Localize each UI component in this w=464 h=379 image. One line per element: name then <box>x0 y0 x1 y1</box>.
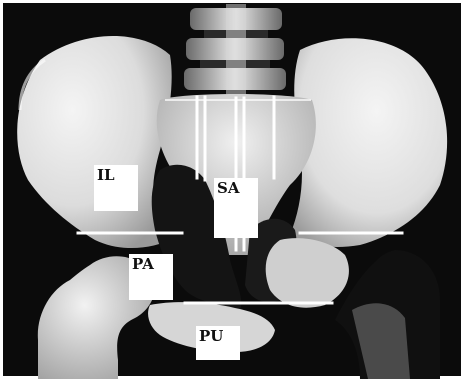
lumbar-spine <box>184 4 286 94</box>
pelvic-acetabulum-label: PA <box>129 254 173 300</box>
pubis-label: PU <box>196 326 240 360</box>
ilium-label: IL <box>94 165 138 211</box>
sacrum-label: SA <box>214 178 258 238</box>
